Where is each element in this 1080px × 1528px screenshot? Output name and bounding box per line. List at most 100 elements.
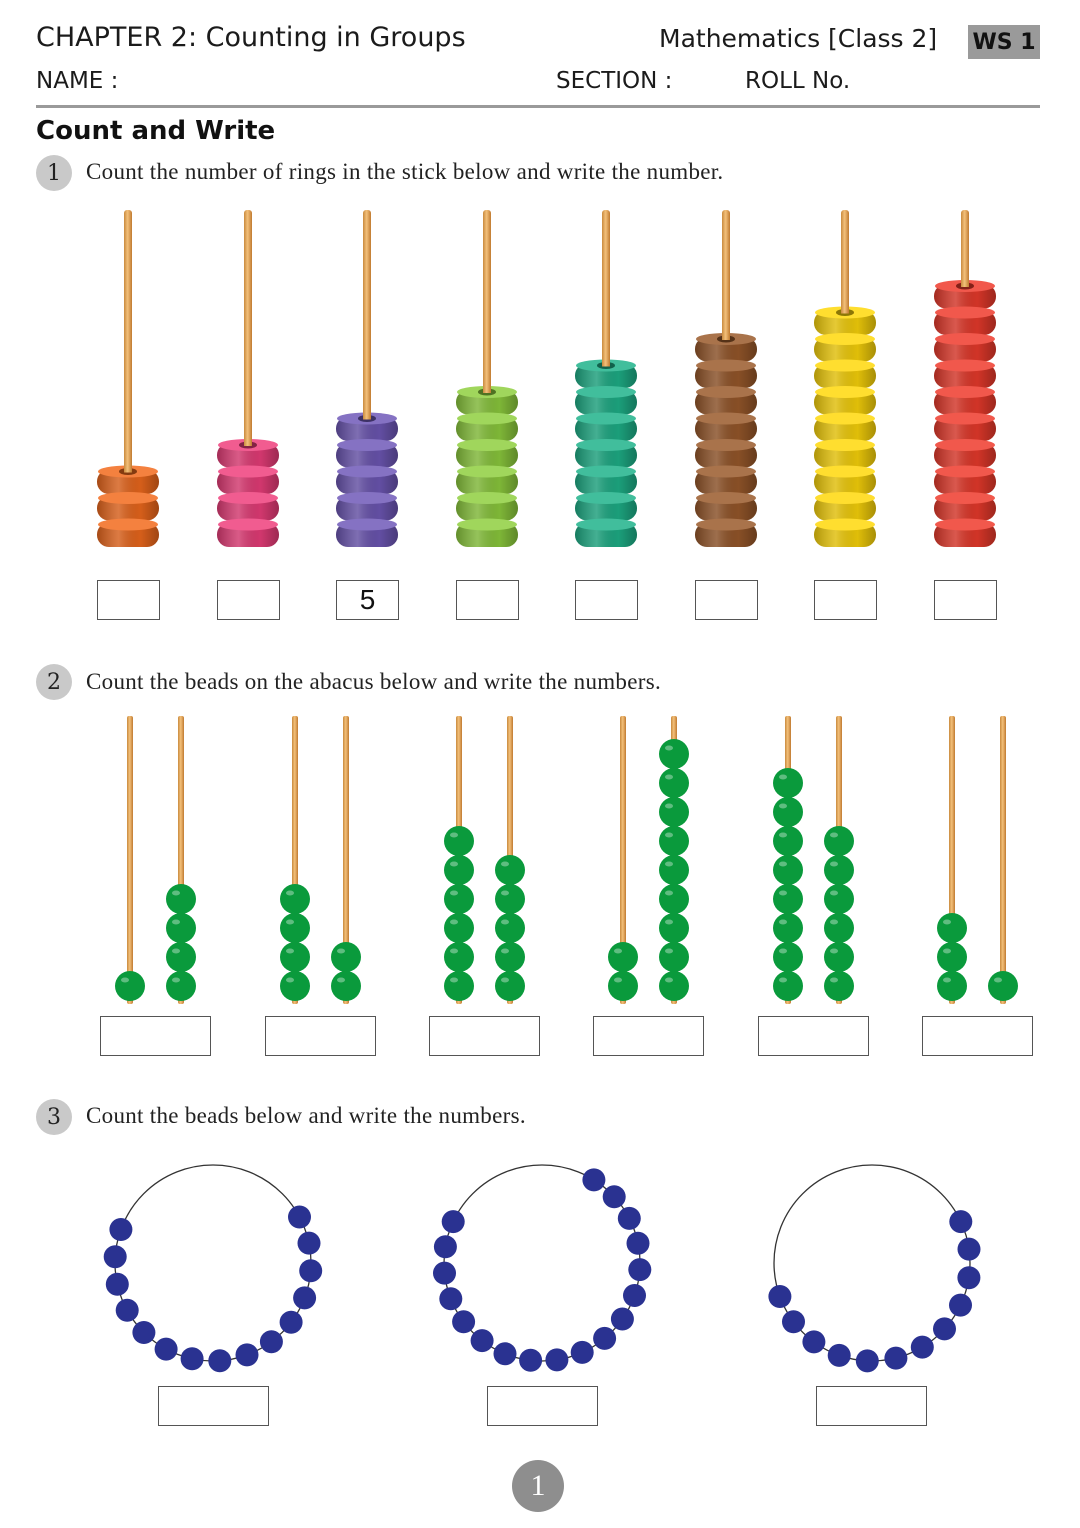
abacus-bead	[773, 797, 803, 827]
abacus-bead	[166, 884, 196, 914]
q1-answer-box-8[interactable]	[934, 580, 997, 620]
question-3-text: Count the beads below and write the numb…	[86, 1103, 526, 1128]
abacus-bead	[773, 826, 803, 856]
wooden-stick	[483, 210, 491, 398]
string-bead	[452, 1310, 476, 1334]
abacus-bead	[608, 971, 638, 1001]
q2-answer-box-2[interactable]	[265, 1016, 376, 1056]
abacus-bead	[937, 971, 967, 1001]
stacked-ring	[934, 465, 996, 494]
stacked-ring	[336, 518, 398, 547]
abacus-bead	[773, 884, 803, 914]
q2-answer-box-6[interactable]	[922, 1016, 1033, 1056]
q1-answer-box-4[interactable]	[456, 580, 519, 620]
abacus-bead	[824, 884, 854, 914]
bead-string-1	[103, 1164, 323, 1373]
q1-answer-box-7[interactable]	[814, 580, 877, 620]
stacked-ring	[695, 439, 757, 468]
header-divider	[36, 105, 1040, 108]
stacked-ring	[575, 492, 637, 521]
q1-answer-box-1[interactable]	[97, 580, 160, 620]
q3-answer-box-1[interactable]	[158, 1386, 269, 1426]
abacus-bead	[659, 942, 689, 972]
wooden-stick	[841, 210, 849, 319]
ring-stick-2	[217, 210, 279, 547]
string-bead	[180, 1347, 204, 1371]
stacked-ring	[456, 439, 518, 468]
stacked-ring	[695, 359, 757, 388]
string-bead	[768, 1285, 792, 1308]
string-bead	[493, 1342, 517, 1366]
stacked-ring	[814, 386, 876, 415]
stacked-ring	[336, 465, 398, 494]
section-title: Count and Write	[36, 116, 276, 146]
q1-answer-box-5[interactable]	[575, 580, 638, 620]
abacus-bead	[280, 884, 310, 914]
q2-answer-box-4[interactable]	[593, 1016, 704, 1056]
q2-answer-box-3[interactable]	[429, 1016, 540, 1056]
stacked-ring	[814, 333, 876, 362]
string-bead	[855, 1349, 879, 1373]
string-bead	[293, 1286, 317, 1310]
string-bead	[105, 1272, 129, 1296]
stacked-ring	[934, 386, 996, 415]
stacked-ring	[217, 518, 279, 547]
abacus-bead	[495, 855, 525, 885]
string-bead	[827, 1343, 851, 1367]
string-bead	[519, 1348, 543, 1372]
abacus-bead	[444, 855, 474, 885]
stacked-ring	[814, 465, 876, 494]
abacus-bead	[444, 971, 474, 1001]
abacus-3	[444, 716, 525, 1004]
q3-answer-box-2[interactable]	[487, 1386, 598, 1426]
wooden-stick	[244, 210, 252, 451]
string-bead	[610, 1307, 634, 1331]
stacked-ring	[456, 518, 518, 547]
abacus-1	[115, 716, 196, 1004]
string-bead	[297, 1231, 321, 1255]
stacked-ring	[695, 492, 757, 521]
stacked-ring	[695, 465, 757, 494]
page-number: 1	[512, 1460, 564, 1512]
string-bead	[570, 1340, 594, 1364]
ring-stick-8	[934, 210, 996, 547]
stacked-ring	[814, 492, 876, 521]
question-2-number: 2	[36, 664, 72, 700]
string-bead	[439, 1287, 463, 1311]
q1-answer-box-3[interactable]: 5	[336, 580, 399, 620]
question-1-text: Count the number of rings in the stick b…	[86, 159, 724, 184]
string-bead	[623, 1284, 646, 1307]
question-3-number: 3	[36, 1099, 72, 1135]
abacus-bead	[659, 797, 689, 827]
abacus-bead	[331, 971, 361, 1001]
q1-answer-box-6[interactable]	[695, 580, 758, 620]
string-bead	[802, 1330, 826, 1354]
stacked-ring	[575, 518, 637, 547]
abacus-bead	[824, 942, 854, 972]
q1-answer-box-2[interactable]	[217, 580, 280, 620]
stacked-ring	[456, 386, 518, 415]
ring-stick-1	[97, 210, 159, 547]
stacked-ring	[934, 359, 996, 388]
stacked-ring	[336, 492, 398, 521]
abacus-bead	[659, 913, 689, 943]
q2-answer-box-5[interactable]	[758, 1016, 869, 1056]
abacus-bead	[659, 884, 689, 914]
stacked-ring	[575, 439, 637, 468]
stacked-ring	[217, 492, 279, 521]
bead-string-2	[433, 1164, 652, 1372]
stacked-ring	[575, 359, 637, 388]
stacked-ring	[934, 333, 996, 362]
stacked-ring	[934, 280, 996, 309]
string-bead	[628, 1258, 652, 1282]
q3-answer-box-3[interactable]	[816, 1386, 927, 1426]
ring-stick-5	[575, 210, 637, 547]
name-label: NAME :	[36, 68, 119, 94]
abacus-bead	[773, 971, 803, 1001]
abacus-bead	[166, 942, 196, 972]
q2-answer-box-1[interactable]	[100, 1016, 211, 1056]
abacus-bead	[331, 942, 361, 972]
abacus-bead	[280, 942, 310, 972]
string-bead	[433, 1235, 457, 1259]
